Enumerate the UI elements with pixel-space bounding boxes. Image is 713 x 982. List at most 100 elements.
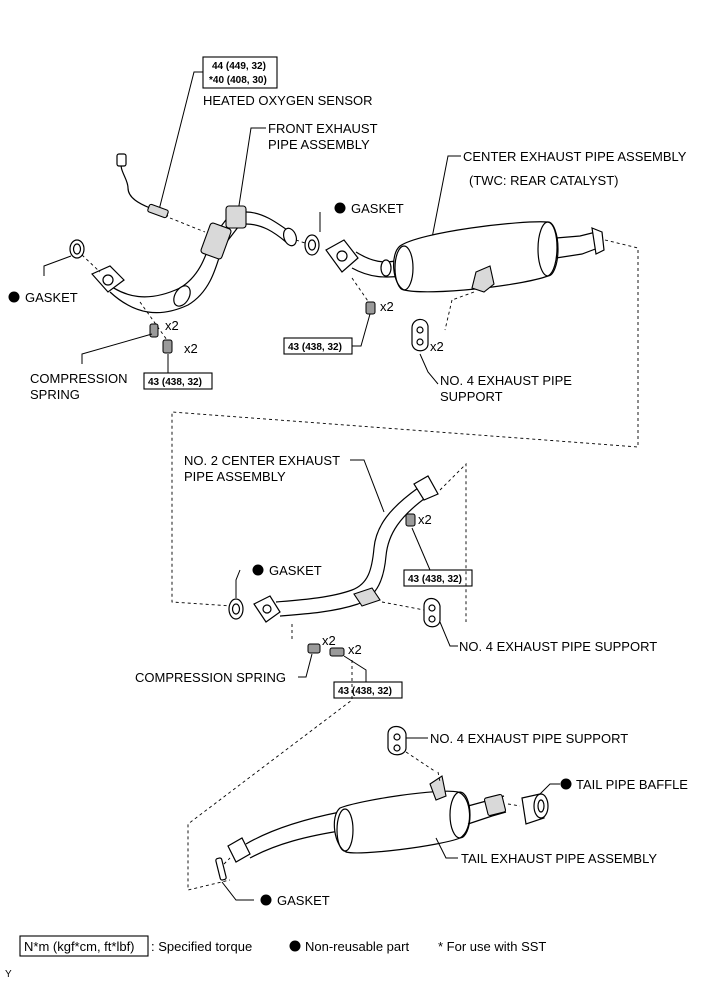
- label-x2-bolt-no2-lower: x2: [348, 642, 362, 657]
- leader-gasket-front: [43, 255, 72, 276]
- torque-value-center: 43 (438, 32): [288, 342, 342, 353]
- bolt-no2-lower: x2: [329, 642, 362, 657]
- dash-gasket-tail: [223, 857, 231, 865]
- label-gasket-1: GASKET: [25, 290, 78, 305]
- torque-box-no2-lower: 43 (438, 32): [333, 681, 403, 699]
- non-reusable-marker-3: [252, 564, 264, 576]
- label-no4-support-2: NO. 4 EXHAUST PIPE SUPPORT: [459, 639, 657, 654]
- leader-bolt-center: [352, 313, 371, 347]
- leader-center-pipe: [431, 155, 461, 239]
- dash-support-1a: [451, 291, 475, 301]
- dash-support-3: [405, 751, 437, 773]
- legend-torque-desc: : Specified torque: [151, 939, 252, 954]
- center-exhaust-pipe-assembly: [325, 221, 605, 293]
- gasket-front-inlet: [69, 239, 85, 259]
- dash-section-2-3: [187, 660, 353, 891]
- bolt-no2-upper: x2: [405, 512, 432, 527]
- leader-bolt-no2-upper: [411, 527, 431, 571]
- label-x2-bolt-front: x2: [184, 341, 198, 356]
- label-no4-support-3: NO. 4 EXHAUST PIPE SUPPORT: [430, 731, 628, 746]
- label-compression-2: SPRING: [30, 387, 80, 402]
- no4-exhaust-pipe-support-1: x2: [411, 318, 444, 354]
- dash-support-1b: [444, 299, 453, 331]
- label-gasket-4: GASKET: [277, 893, 330, 908]
- dash-support-3b: [437, 771, 441, 783]
- torque-value-no2-lower: 43 (438, 32): [338, 686, 392, 697]
- no2-center-exhaust-pipe-assembly: [253, 475, 439, 623]
- leader-gasket-tail: [221, 881, 254, 901]
- label-no2-center-1: NO. 2 CENTER EXHAUST: [184, 453, 340, 468]
- torque-value-front: 43 (438, 32): [148, 377, 202, 388]
- gasket-no2-inlet: [228, 598, 244, 620]
- label-x2-spring-no2: x2: [322, 633, 336, 648]
- torque-box-front: 43 (438, 32): [143, 372, 213, 390]
- gasket-center-inlet: [304, 234, 320, 256]
- torque-value-sensor-sst: *40 (408, 30): [209, 75, 267, 86]
- non-reusable-marker-5: [260, 894, 272, 906]
- gasket-tail: [215, 857, 227, 881]
- leader-bolt-no2-lower: [343, 655, 367, 682]
- leader-baffle: [539, 783, 560, 795]
- dash-center-bolt: [351, 277, 371, 305]
- label-heated-oxygen-sensor: HEATED OXYGEN SENSOR: [203, 93, 373, 108]
- label-gasket-3: GASKET: [269, 563, 322, 578]
- leader-compression-spring-front: [81, 333, 153, 364]
- dash-support-2: [381, 601, 425, 611]
- label-compression-1: COMPRESSION: [30, 371, 128, 386]
- leader-front-pipe: [237, 127, 266, 213]
- dash-section-1-2: [171, 239, 639, 607]
- non-reusable-marker-2: [334, 202, 346, 214]
- label-compression-spring-2: COMPRESSION SPRING: [135, 670, 286, 685]
- dash-gasket-center: [295, 239, 306, 244]
- dash-no2-right: [439, 462, 467, 622]
- dash-baffle: [507, 803, 521, 807]
- label-tail-pipe-baffle: TAIL PIPE BAFFLE: [576, 777, 688, 792]
- label-front-pipe-2: PIPE ASSEMBLY: [268, 137, 370, 152]
- heated-oxygen-sensor: [116, 153, 206, 233]
- bolt-center: x2: [365, 299, 394, 315]
- label-x2-spring-front: x2: [165, 318, 179, 333]
- legend: N*m (kgf*cm, ft*lbf) : Specified torque …: [19, 935, 546, 957]
- torque-value-sensor: 44 (449, 32): [212, 61, 266, 72]
- label-front-pipe-1: FRONT EXHAUST: [268, 121, 378, 136]
- leader-support-1: [419, 353, 439, 385]
- no4-exhaust-pipe-support-2: [423, 597, 441, 628]
- corner-mark: Y: [5, 969, 12, 980]
- non-reusable-marker-4: [560, 778, 572, 790]
- legend-torque-box: N*m (kgf*cm, ft*lbf): [24, 939, 135, 954]
- label-no4-support-1b: SUPPORT: [440, 389, 503, 404]
- legend-non-reusable: Non-reusable part: [305, 939, 409, 954]
- dash-gasket-front: [81, 254, 101, 273]
- tail-pipe-baffle: [521, 793, 549, 825]
- torque-value-no2-upper: 43 (438, 32): [408, 574, 462, 585]
- tail-exhaust-pipe-assembly: [227, 775, 507, 863]
- leader-support-2: [439, 621, 458, 647]
- label-x2-support: x2: [430, 339, 444, 354]
- torque-box-center: 43 (438, 32): [283, 337, 353, 355]
- legend-non-reusable-icon: [289, 940, 301, 952]
- label-x2-bolt-no2-upper: x2: [418, 512, 432, 527]
- leader-tail-pipe: [435, 837, 458, 859]
- label-twc-note: (TWC: REAR CATALYST): [469, 173, 619, 188]
- leader-oxygen-sensor: [158, 71, 203, 211]
- label-tail-exhaust-pipe: TAIL EXHAUST PIPE ASSEMBLY: [461, 851, 657, 866]
- label-x2-bolt-center: x2: [380, 299, 394, 314]
- label-no2-center-2: PIPE ASSEMBLY: [184, 469, 286, 484]
- label-gasket-2: GASKET: [351, 201, 404, 216]
- non-reusable-marker-1: [8, 291, 20, 303]
- compression-spring-no2: x2: [307, 633, 336, 654]
- label-no4-support-1a: NO. 4 EXHAUST PIPE: [440, 373, 572, 388]
- compression-spring-front: x2: [149, 318, 179, 338]
- leader-no2-center: [350, 459, 385, 513]
- torque-box-oxygen-sensor: 44 (449, 32) *40 (408, 30): [202, 56, 278, 89]
- label-center-pipe: CENTER EXHAUST PIPE ASSEMBLY: [463, 149, 687, 164]
- leader-spring-no2: [298, 653, 313, 678]
- leader-gasket-no2: [235, 569, 241, 598]
- torque-box-no2-upper: 43 (438, 32): [403, 569, 473, 587]
- front-exhaust-pipe-assembly: [91, 205, 298, 314]
- no4-exhaust-pipe-support-3: [387, 725, 407, 756]
- legend-sst-note: * For use with SST: [438, 939, 546, 954]
- dash-front-bolt: [139, 301, 168, 341]
- bolt-front: x2: [162, 339, 198, 356]
